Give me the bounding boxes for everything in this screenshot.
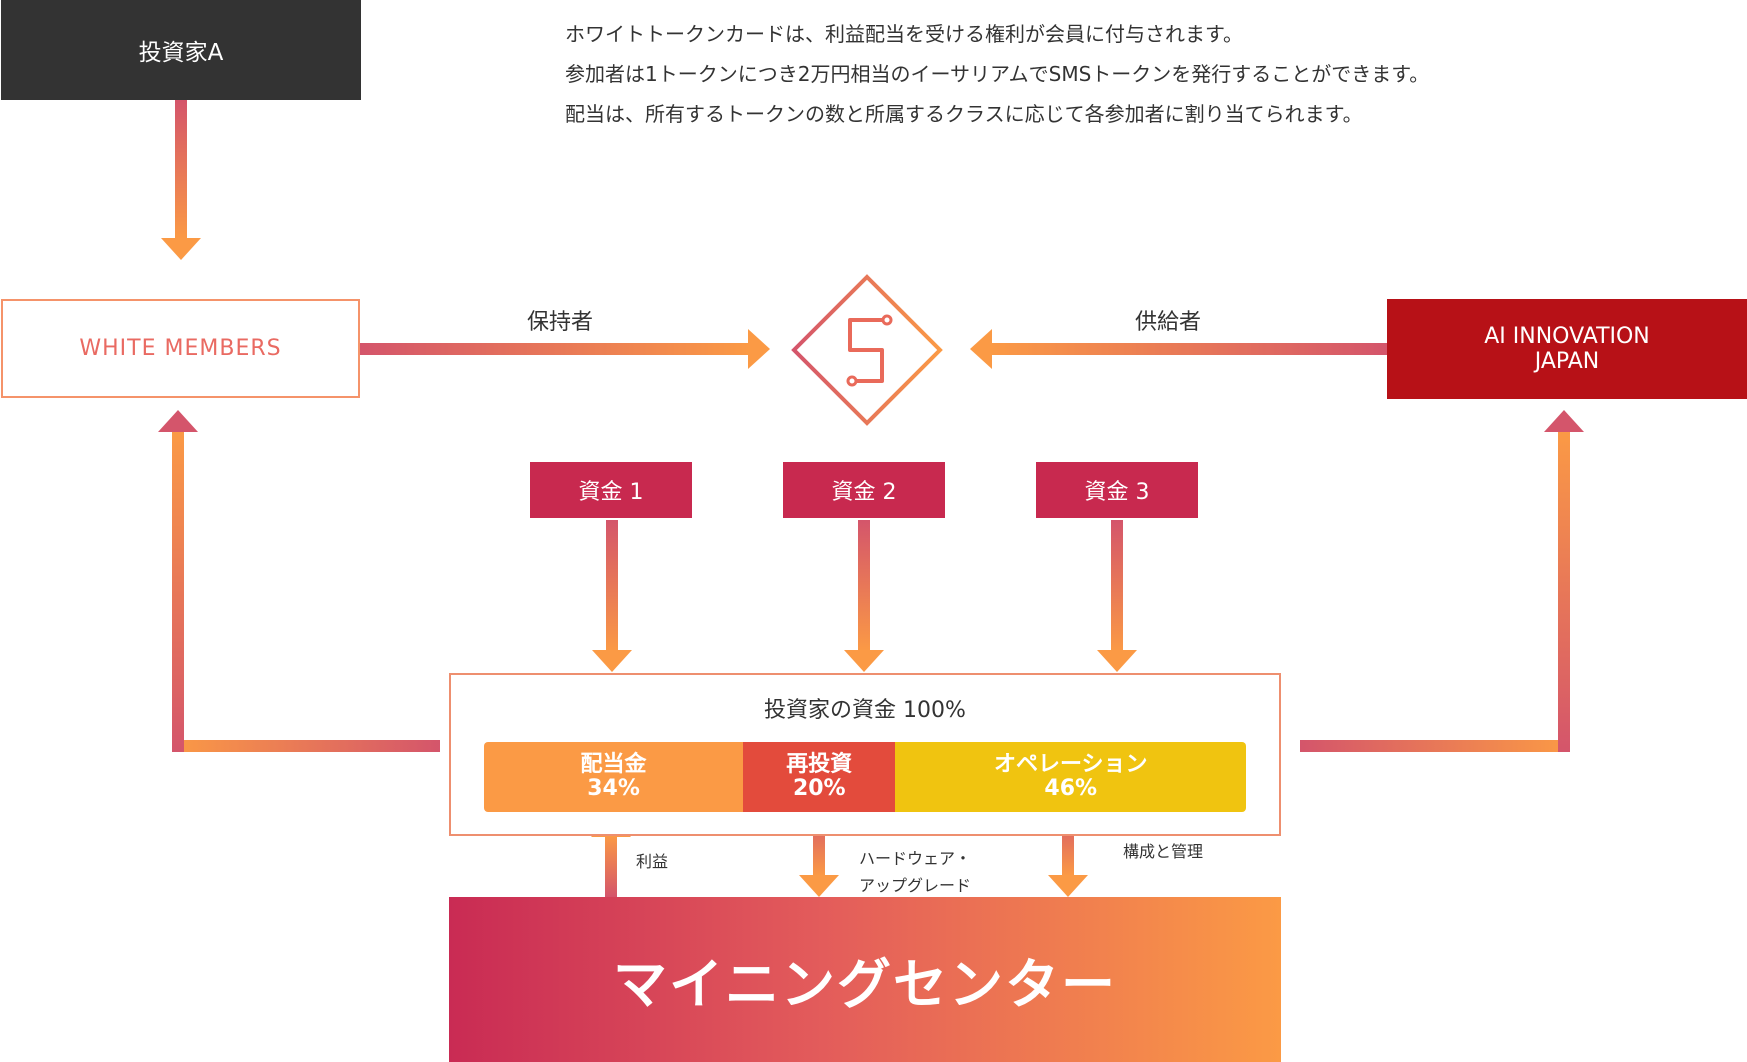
fund-1-box: 資金 1: [530, 462, 692, 518]
arrow-fund-3: [1097, 520, 1137, 672]
investor-a-box: 投資家A: [1, 0, 361, 100]
ai-innovation-line-1: AI INNOVATION: [1484, 324, 1650, 349]
ai-innovation-line-2: JAPAN: [1534, 349, 1600, 374]
allocation-operation: オペレーション 46%: [895, 742, 1246, 812]
pool-title: 投資家の資金 100%: [764, 698, 966, 723]
allocation-dividend-name: 配当金: [580, 752, 647, 777]
hardware-label: ハードウェア・ アップグレード: [859, 845, 971, 899]
fund-2-label: 資金 2: [831, 480, 897, 505]
profit-label: 利益: [636, 852, 669, 871]
arrow-fund-1: [592, 520, 632, 672]
description-text: ホワイトトークンカードは、利益配当を受ける権利が会員に付与されます。 参加者は1…: [565, 14, 1429, 134]
hardware-label-line-2: アップグレード: [859, 876, 972, 895]
arrow-ai-to-token: [970, 329, 1387, 369]
allocation-reinvest-percent: 20%: [792, 776, 846, 801]
allocation-reinvest-name: 再投資: [786, 752, 853, 777]
arrow-pool-to-members: [158, 410, 440, 752]
mining-center-label: マイニングセンター: [613, 953, 1117, 1016]
fund-3-box: 資金 3: [1036, 462, 1198, 518]
fund-3-label: 資金 3: [1084, 480, 1150, 505]
arrow-fund-2: [844, 520, 884, 672]
allocation-reinvest: 再投資 20%: [743, 742, 896, 812]
arrow-pool-to-ai: [1300, 410, 1584, 752]
white-members-box: WHITE MEMBERS: [1, 299, 360, 398]
holder-label: 保持者: [527, 310, 594, 335]
allocation-operation-name: オペレーション: [993, 752, 1148, 777]
allocation-operation-percent: 46%: [1044, 776, 1098, 801]
hardware-label-line-1: ハードウェア・: [859, 849, 972, 868]
description-line-2: 参加者は1トークンにつき2万円相当のイーサリアムでSMSトークンを発行することが…: [565, 62, 1430, 86]
investor-a-label: 投資家A: [138, 40, 224, 66]
sms-token-logo-icon: [791, 274, 943, 426]
mining-center-box: マイニングセンター: [449, 897, 1281, 1062]
arrow-members-to-token: [360, 329, 770, 369]
fund-2-box: 資金 2: [783, 462, 945, 518]
management-label: 構成と管理: [1123, 842, 1204, 861]
description-line-3: 配当は、所有するトークンの数と所属するクラスに応じて各参加者に割り当てられます。: [565, 102, 1363, 126]
allocation-bar: 配当金 34% 再投資 20% オペレーション 46%: [484, 742, 1246, 812]
allocation-dividend-percent: 34%: [587, 776, 640, 801]
description-line-1: ホワイトトークンカードは、利益配当を受ける権利が会員に付与されます。: [565, 22, 1243, 46]
ai-innovation-japan-box: AI INNOVATION JAPAN: [1387, 299, 1747, 399]
fund-1-label: 資金 1: [578, 480, 644, 505]
allocation-dividend: 配当金 34%: [484, 742, 744, 812]
white-members-label: WHITE MEMBERS: [79, 336, 282, 361]
arrow-investor-to-members: [161, 100, 201, 260]
supplier-label: 供給者: [1135, 310, 1202, 335]
